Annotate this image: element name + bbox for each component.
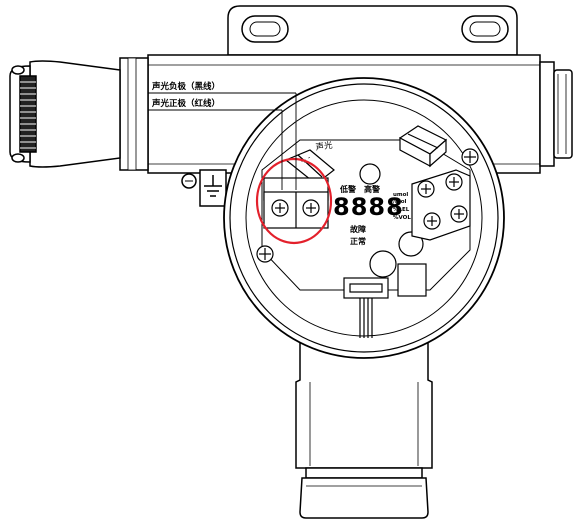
unit-vol: %VOL xyxy=(393,215,411,221)
buzzer-negative-label: 声光负极（黑线） xyxy=(151,81,220,92)
alarm-high-label: 高警 xyxy=(364,184,380,194)
board-screw-bottom-left-icon xyxy=(256,245,274,263)
status-normal-label: 正常 xyxy=(350,236,366,246)
circuit-board xyxy=(261,139,471,291)
alarm-low-label: 低警 xyxy=(339,184,356,194)
component-block xyxy=(397,263,427,297)
unit-mol: /mol xyxy=(393,199,407,205)
sensor-collar xyxy=(305,467,423,479)
status-fault-label: 故障 xyxy=(350,224,366,234)
mount-slot-right-icon xyxy=(461,15,509,43)
highlight-circle xyxy=(255,157,333,245)
power-signal-terminal-block xyxy=(411,169,471,241)
ground-terminal xyxy=(181,169,227,207)
capacitor-1 xyxy=(369,250,397,278)
cable-gland xyxy=(9,57,149,171)
board-screw-top-right-icon xyxy=(461,148,479,166)
mounting-bracket xyxy=(227,5,518,56)
ribbon-connector xyxy=(343,277,389,338)
unit-lel: %LEL xyxy=(393,207,410,213)
mount-slot-left-icon xyxy=(241,15,289,43)
capacitor-2 xyxy=(398,231,424,257)
leader-lines xyxy=(148,92,297,190)
sensor-cap xyxy=(299,477,429,519)
buzzer-positive-label: 声光正极（红线） xyxy=(151,98,220,109)
relay-block xyxy=(398,125,448,168)
indicator-hole xyxy=(359,163,381,185)
unit-umol: umol xyxy=(393,192,408,198)
segment-display: 8888 xyxy=(333,193,404,221)
sensor-neck xyxy=(295,339,433,519)
buzzer-terminal-label: 声光 xyxy=(315,140,334,153)
